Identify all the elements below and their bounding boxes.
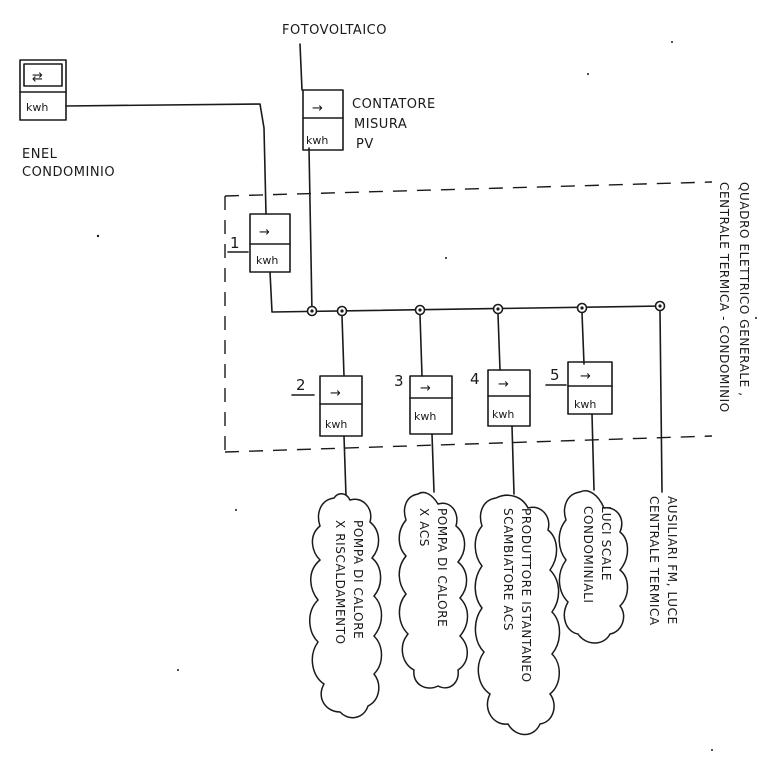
meter-3: 3 → kwh <box>394 372 453 435</box>
load-label-5-line-2: CENTRALE TERMICA <box>647 496 661 626</box>
drop-wire-2 <box>341 315 345 377</box>
meter-1-number: 1 <box>230 234 240 252</box>
meter-4-arrow-icon: → <box>498 377 509 392</box>
meter-3-arrow-icon: → <box>420 381 431 396</box>
enel-label-2: CONDOMINIO <box>22 165 115 180</box>
speck-2 <box>587 73 589 75</box>
photovoltaic-label: FOTOVOLTAICO <box>282 23 387 38</box>
load-label-4: LUCI SCALE CONDOMINIALI <box>581 506 613 604</box>
speck-7 <box>755 317 757 319</box>
drop-wire-4 <box>497 313 501 371</box>
enel-meter-display <box>23 63 63 87</box>
paper-specks <box>96 41 757 751</box>
meter-1: 1 → kwh <box>227 213 291 273</box>
load-label-3: PRODUTTORE ISTANTANEO SCAMBIATORE ACS <box>501 508 533 683</box>
load-label-5: AUSILIARI FM, LUCE CENTRALE TERMICA <box>647 496 679 626</box>
meter-5-unit: kwh <box>574 398 596 411</box>
enel-meter-box <box>19 59 67 121</box>
load-cloud-4 <box>558 490 629 644</box>
meter-2: 2 → kwh <box>291 375 363 437</box>
bus-node-pv-center <box>310 309 314 313</box>
pv-meter-label-1: CONTATORE <box>352 97 436 112</box>
meter-2-box <box>319 375 363 437</box>
load-label-1-line-1: POMPA DI CALORE <box>351 520 365 639</box>
speck-3 <box>671 41 673 43</box>
speck-4 <box>445 257 447 259</box>
meter-4-number: 4 <box>470 370 480 388</box>
panel-label-line-1: QUADRO ELETTRICO GENERALE , <box>737 182 751 397</box>
speck-8 <box>711 749 713 751</box>
load-label-2: POMPA DI CALORE X ACS <box>417 508 449 627</box>
panel-label: QUADRO ELETTRICO GENERALE , CENTRALE TER… <box>717 182 751 413</box>
load-cloud-1 <box>309 493 383 719</box>
load-wire-2 <box>431 433 435 493</box>
meter-4-unit: kwh <box>492 408 514 421</box>
meter-3-number: 3 <box>394 372 404 390</box>
pv-feed-wire-bottom <box>308 147 313 313</box>
main-busbar <box>269 271 663 313</box>
pv-meter-box <box>302 89 344 151</box>
bus-node-1-center <box>340 309 344 313</box>
load-cloud-3 <box>474 494 561 736</box>
panel-boundary-bottom <box>224 435 713 453</box>
load-label-5-line-1: AUSILIARI FM, LUCE <box>665 496 679 625</box>
pv-meter-label-3: PV <box>356 137 374 152</box>
meter-1-unit: kwh <box>256 254 278 267</box>
drop-wire-aux <box>659 310 663 493</box>
load-label-3-line-1: PRODUTTORE ISTANTANEO <box>519 508 533 683</box>
load-label-1: POMPA DI CALORE X RISCALDAMENTO <box>333 520 365 645</box>
load-wire-4 <box>591 413 595 491</box>
load-label-3-line-2: SCAMBIATORE ACS <box>501 508 515 631</box>
meter-2-arrow-icon: → <box>330 386 341 401</box>
load-label-2-line-2: X ACS <box>417 508 431 547</box>
meter-4: 4 → kwh <box>470 369 531 427</box>
load-cloud-2 <box>398 491 469 689</box>
load-wire-1 <box>343 435 347 497</box>
meter-5-number: 5 <box>550 366 560 384</box>
enel-meter-bidirectional-icon: ⇄ <box>32 70 43 85</box>
panel-label-line-2: CENTRALE TERMICA - CONDOMINIO <box>717 182 731 413</box>
drop-wire-5 <box>581 312 585 365</box>
meter-5-arrow-icon: → <box>580 369 591 384</box>
load-label-4-line-2: CONDOMINIALI <box>581 506 595 604</box>
enel-meter: ⇄ kwh <box>19 59 67 121</box>
enel-label-1: ENEL <box>22 147 58 162</box>
speck-6 <box>177 669 179 671</box>
enel-feed-wire <box>65 103 267 215</box>
pv-meter: → kwh <box>302 89 344 151</box>
panel-boundary-top <box>224 181 713 197</box>
drop-wire-3 <box>419 314 423 377</box>
enel-meter-unit: kwh <box>26 101 48 114</box>
bus-node-2-center <box>418 308 422 312</box>
load-label-1-line-2: X RISCALDAMENTO <box>333 520 347 645</box>
bus-node-4-center <box>580 306 584 310</box>
meter-1-arrow-icon: → <box>259 225 270 240</box>
load-wire-3 <box>511 425 515 495</box>
meter-3-box <box>409 375 453 435</box>
load-label-2-line-1: POMPA DI CALORE <box>435 508 449 627</box>
meter-2-unit: kwh <box>325 418 347 431</box>
meter-3-unit: kwh <box>414 410 436 423</box>
meter-2-number: 2 <box>296 376 306 394</box>
pv-meter-unit: kwh <box>306 134 328 147</box>
load-label-4-line-1: LUCI SCALE <box>599 506 613 581</box>
meter-5: 5 → kwh <box>545 361 613 415</box>
bus-node-5-center <box>658 304 662 308</box>
speck-1 <box>96 234 100 238</box>
pv-feed-wire-top <box>299 43 303 91</box>
meter-4-box <box>487 369 531 427</box>
speck-5 <box>235 509 237 511</box>
pv-meter-label-2: MISURA <box>354 117 407 132</box>
pv-meter-arrow-icon: → <box>312 101 323 116</box>
bus-node-3-center <box>496 307 500 311</box>
meter-5-box <box>567 361 613 415</box>
